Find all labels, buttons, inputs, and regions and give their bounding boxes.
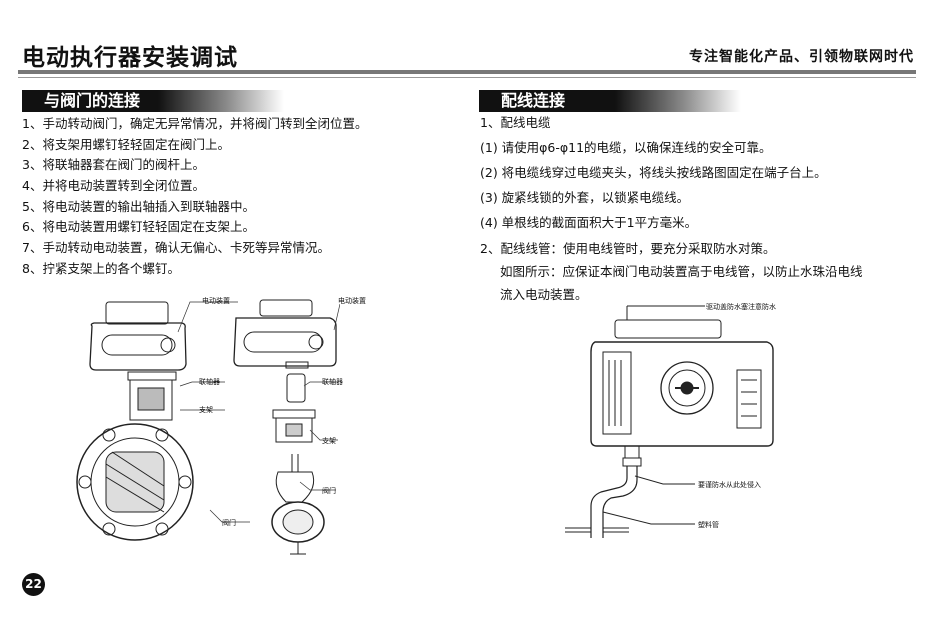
callout-coupling: 联轴器 — [322, 378, 343, 386]
valve-step: 3、将联轴器套在阀门的阀杆上。 — [22, 157, 205, 173]
conduit-note: 如图所示：应保证本阀门电动装置高于电线管，以防止水珠沿电线 — [500, 264, 863, 279]
callout-actuator: 电动装置 — [202, 297, 230, 305]
callout-pipe: 塑料管 — [698, 521, 719, 529]
valve-step: 4、并将电动装置转到全闭位置。 — [22, 178, 205, 194]
callout-entry: 要谨防水从此处侵入 — [698, 481, 761, 489]
conduit-note: 流入电动装置。 — [500, 287, 588, 302]
valve-step: 6、将电动装置用螺钉轻轻固定在支架上。 — [22, 219, 255, 235]
cable-item: (1) 请使用φ6-φ11的电缆，以确保连线的安全可靠。 — [480, 140, 772, 155]
callout-coupling: 联轴器 — [199, 378, 220, 386]
callout-valve: 阀门 — [322, 487, 336, 495]
valve-step: 2、将支架用螺钉轻轻固定在阀门上。 — [22, 136, 230, 152]
assembled-valve-drawing — [76, 301, 194, 541]
cable-title: 1、配线电缆 — [480, 115, 551, 130]
exploded-components-drawing — [233, 299, 337, 555]
valve-section-heading: 与阀门的连接 — [22, 90, 284, 112]
valve-step: 1、手动转动阀门，确定无异常情况，并将阀门转到全闭位置。 — [22, 116, 368, 131]
cable-item: (2) 将电缆线穿过电缆夹头，将线头按线路图固定在端子台上。 — [480, 165, 827, 180]
valve-steps-list: 1、手动转动阀门，确定无异常情况，并将阀门转到全闭位置。 2、将支架用螺钉轻轻固… — [22, 114, 367, 280]
cable-item: (4) 单根线的截面面积大于1平方毫米。 — [480, 215, 698, 230]
conduit-installation-drawing — [565, 305, 774, 538]
page-slogan: 专注智能化产品、引领物联网时代 — [689, 49, 914, 65]
callout-cover: 驱动盖防水塞注意防水 — [706, 303, 776, 311]
valve-step: 5、将电动装置的输出轴插入到联轴器中。 — [22, 198, 255, 214]
header-rule-thin — [18, 77, 916, 78]
page-title: 电动执行器安装调试 — [22, 45, 238, 71]
callout-bracket: 支架 — [199, 406, 213, 414]
valve-step: 7、手动转动电动装置，确认无偏心、卡死等异常情况。 — [22, 240, 330, 256]
page-number: 22 — [22, 573, 45, 596]
callout-valve: 阀门 — [222, 519, 236, 527]
conduit-title: 2、配线线管：使用电线管时，要充分采取防水对策。 — [480, 241, 776, 256]
cable-item: (3) 旋紧线锁的外套，以锁紧电缆线。 — [480, 190, 690, 205]
header-rule — [18, 70, 916, 74]
wiring-section-heading: 配线连接 — [479, 90, 741, 112]
callout-bracket: 支架 — [322, 437, 336, 445]
valve-step: 8、拧紧支架上的各个螺钉。 — [22, 260, 180, 276]
callout-leaders — [177, 301, 340, 523]
callout-actuator: 电动装置 — [338, 297, 366, 305]
